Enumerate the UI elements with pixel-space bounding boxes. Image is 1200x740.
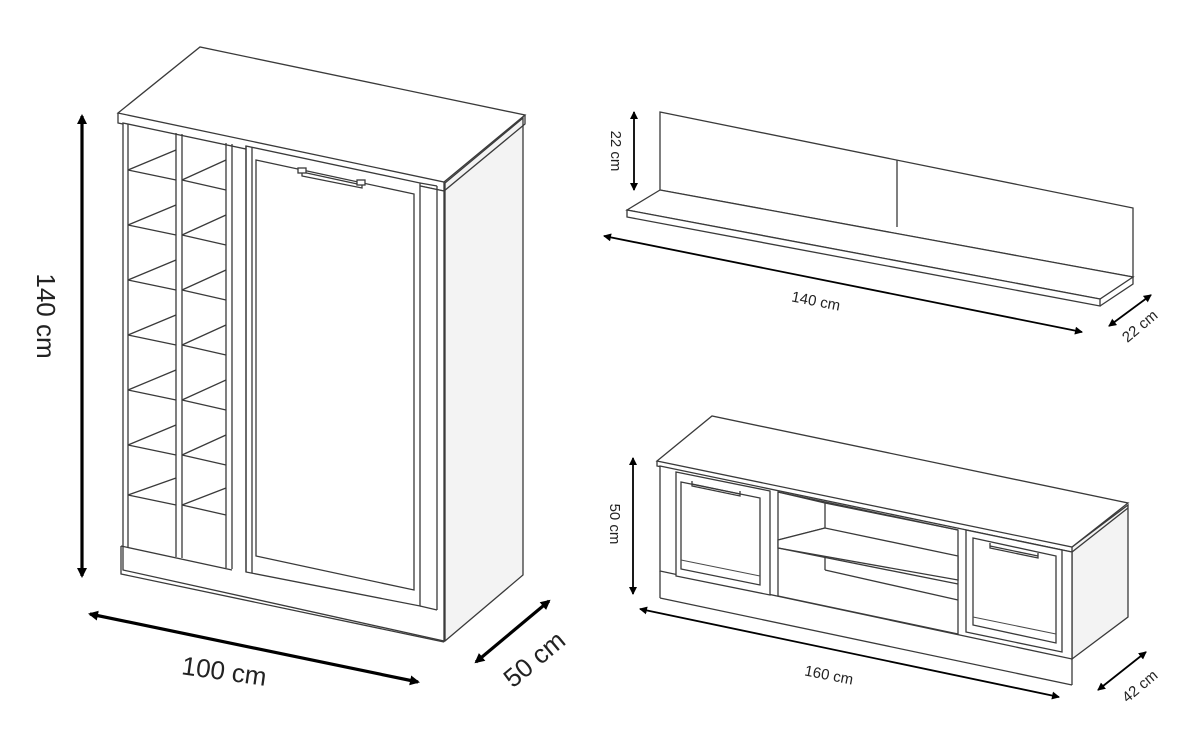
wine-cabinet-drawing <box>116 46 527 643</box>
cabinet-side-panel <box>444 116 524 643</box>
tv-stand-depth-label: 42 cm <box>1119 667 1161 706</box>
cabinet-width-label: 100 cm <box>180 650 269 692</box>
shelf-height-dimension: 22 cm <box>607 111 638 191</box>
tv-stand-right-door <box>965 529 1063 653</box>
tv-stand-left-door <box>675 471 771 596</box>
cabinet-height-label: 140 cm <box>31 273 61 358</box>
shelf-depth-label: 22 cm <box>1119 307 1161 346</box>
shelf-width-label: 140 cm <box>790 289 842 315</box>
tv-stand-top <box>655 415 1130 548</box>
tv-stand-height-label: 50 cm <box>606 504 623 545</box>
tv-stand-depth-dimension: 42 cm <box>1097 651 1161 706</box>
tv-stand-drawing <box>655 415 1130 686</box>
cabinet-depth-dimension: 50 cm <box>474 599 571 693</box>
tv-stand-width-label: 160 cm <box>803 663 855 689</box>
cabinet-door-handle <box>297 167 366 189</box>
shelf-height-label: 22 cm <box>607 131 624 172</box>
wine-rack-shelves <box>127 149 227 516</box>
wall-shelf-drawing <box>625 111 1135 307</box>
cabinet-door <box>245 145 438 611</box>
tv-stand-height-dimension: 50 cm <box>606 457 637 595</box>
tv-stand-open-compartment <box>777 491 959 635</box>
shelf-depth-dimension: 22 cm <box>1108 294 1161 346</box>
cabinet-height-dimension: 140 cm <box>31 114 87 578</box>
